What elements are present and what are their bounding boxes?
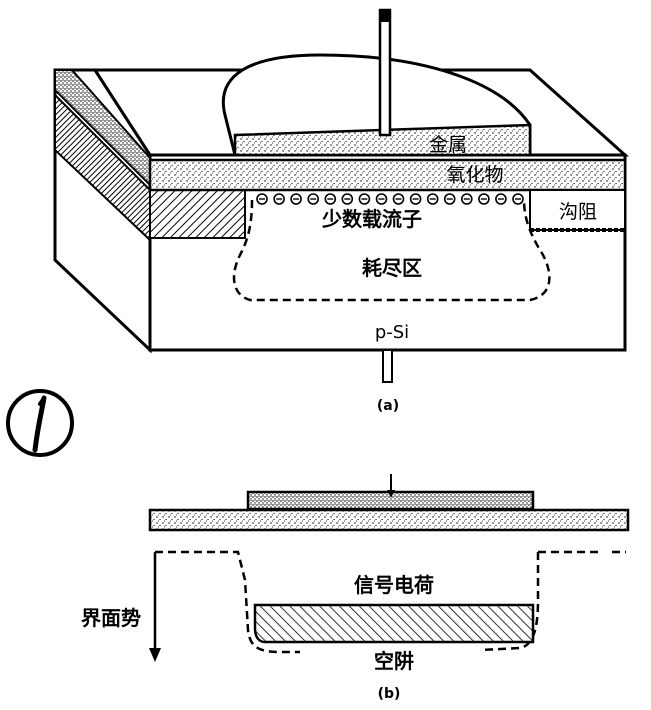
gate-lead [378,8,392,137]
signal-charge-fill [253,603,535,644]
depletion-boundary [232,199,551,302]
label-minority-carriers: 少数载流子 [321,207,422,231]
interface-potential-arrow [149,552,161,662]
label-oxide: 氧化物 [446,164,503,186]
substrate-lead [382,349,393,383]
metal-electrode [221,53,532,157]
label-signal-charge: 信号电荷 [354,573,434,597]
label-metal: 金属 [429,134,467,156]
caption-a: (a) [377,398,399,414]
label-depletion-region: 耗尽区 [362,256,422,280]
label-interface-potential: 界面势 [81,606,141,630]
oxide-layer [148,158,627,192]
right-channel-stop [529,189,626,232]
handwritten-circled-mark [6,389,74,457]
figure-a: 金属 氧化物 少数载流子 沟阻 耗尽区 p-Si (a) [53,8,629,414]
label-p-si: p-Si [375,322,409,343]
caption-b: (b) [378,686,401,702]
oxide-strip-b [148,508,630,532]
label-empty-well: 空阱 [374,649,414,673]
minority-carrier-row [256,193,524,205]
figure-b: 信号电荷 界面势 空阱 (b) [81,474,630,702]
left-channel-stop [149,189,246,239]
label-channel-stop: 沟阻 [559,201,597,223]
